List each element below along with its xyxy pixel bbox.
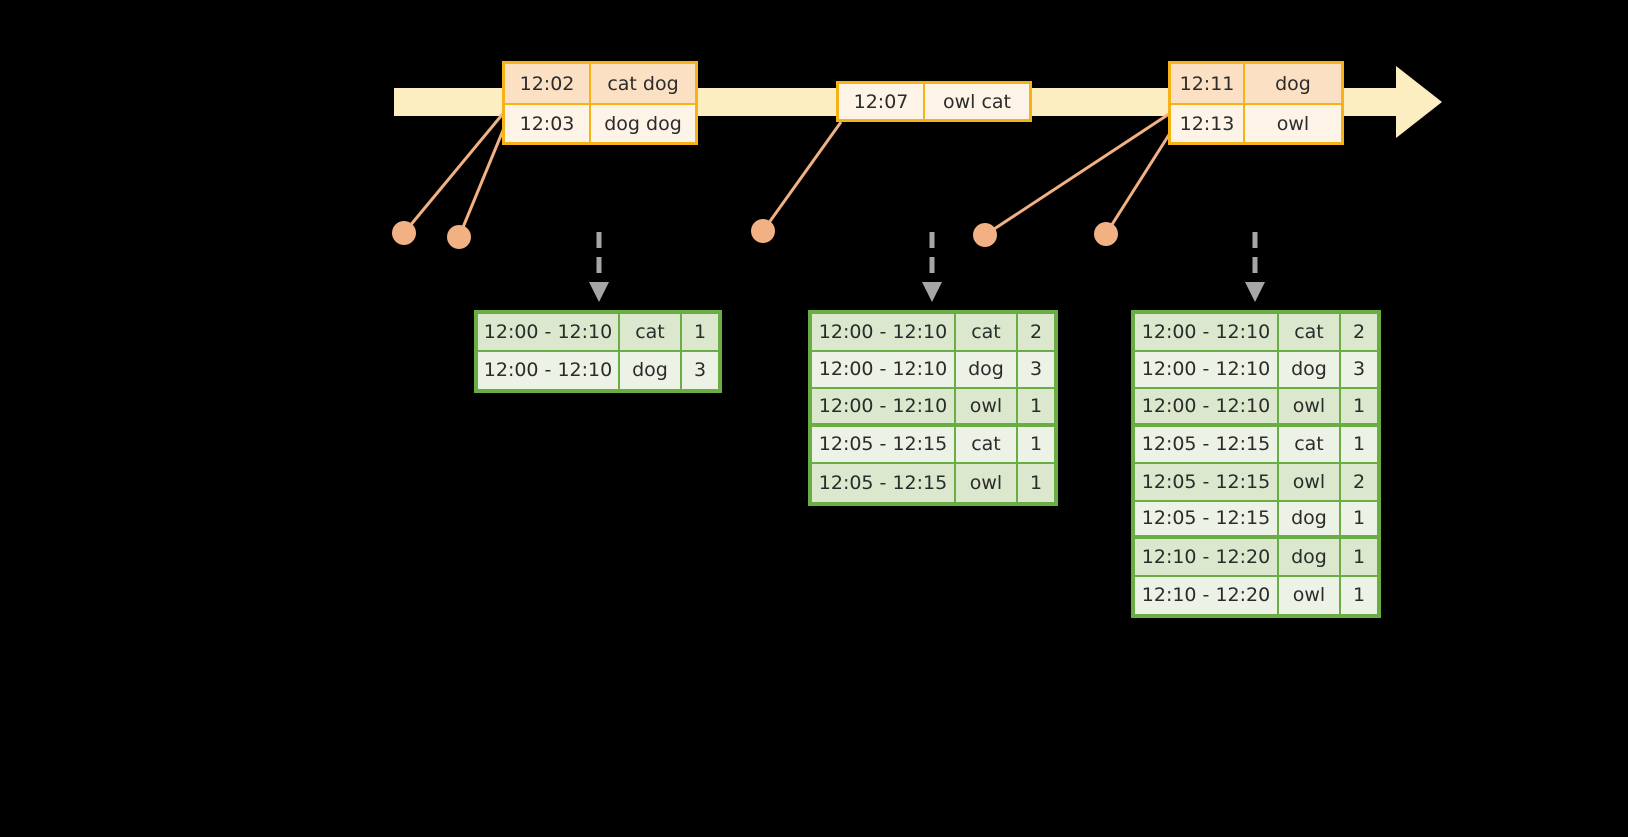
- cell-count: 1: [1352, 507, 1366, 530]
- event-time: 12:02: [505, 64, 591, 103]
- cell-word: cat: [956, 426, 1018, 462]
- cell-word: cat: [1279, 426, 1341, 462]
- event-row: 12:13 owl: [1171, 103, 1341, 142]
- cell-word: owl: [956, 464, 1018, 502]
- event-dot-1: [392, 221, 416, 245]
- event-dot-5: [1094, 222, 1118, 246]
- cell-window: 12:05 - 12:15: [1135, 501, 1279, 535]
- event-box-1: 12:02 cat dog 12:03 dog dog: [502, 61, 698, 145]
- event-box-2: 12:07 owl cat: [836, 81, 1032, 122]
- dashed-arrow-1-icon: [589, 232, 609, 302]
- cell-word: owl: [956, 389, 1018, 423]
- event-words: owl cat: [942, 90, 1012, 113]
- cell-count: 1: [1029, 433, 1043, 456]
- dashed-arrow-3-icon: [1245, 232, 1265, 302]
- event-dot-3: [751, 219, 775, 243]
- cell-window: 12:10 - 12:20: [1135, 539, 1279, 575]
- cell-window: 12:00 - 12:10: [812, 389, 956, 423]
- cell-word: owl: [1279, 389, 1341, 423]
- event-box-3: 12:11 dog 12:13 owl: [1168, 61, 1344, 145]
- cell-word: dog: [956, 351, 1018, 387]
- event-row: 12:11 dog: [1171, 64, 1341, 103]
- event-words: cat dog: [607, 72, 679, 95]
- event-time: 12:03: [505, 105, 591, 142]
- event-dot-2: [447, 225, 471, 249]
- event-time: 12:11: [1171, 64, 1245, 103]
- event-time: 12:13: [1171, 105, 1245, 142]
- event-time: 12:07: [839, 84, 925, 119]
- event-words: dog: [1275, 72, 1311, 95]
- cell-window: 12:00 - 12:10: [1135, 314, 1279, 350]
- cell-count: 1: [1029, 394, 1043, 417]
- event-dot-4: [973, 223, 997, 247]
- cell-window: 12:05 - 12:15: [1135, 464, 1279, 500]
- cell-window: 12:05 - 12:15: [1135, 426, 1279, 462]
- cell-window: 12:10 - 12:20: [1135, 576, 1279, 614]
- cell-word: owl: [1279, 464, 1341, 500]
- cell-window: 12:00 - 12:10: [1135, 389, 1279, 423]
- cell-window: 12:00 - 12:10: [478, 351, 620, 389]
- cell-window: 12:00 - 12:10: [478, 314, 620, 350]
- cell-count: 1: [1352, 394, 1366, 417]
- cell-window: 12:05 - 12:15: [812, 464, 956, 502]
- cell-count: 3: [693, 359, 707, 382]
- event-row: 12:07 owl cat: [839, 84, 1029, 119]
- timeline-arrow-head-icon: [1396, 66, 1442, 138]
- cell-count: 2: [1029, 320, 1043, 343]
- cell-word: cat: [956, 314, 1018, 350]
- cell-count: 3: [1029, 358, 1043, 381]
- cell-word: dog: [1279, 351, 1341, 387]
- dashed-arrow-2-icon: [922, 232, 942, 302]
- cell-count: 1: [1029, 471, 1043, 494]
- cell-word: dog: [1279, 501, 1341, 535]
- cell-count: 3: [1352, 358, 1366, 381]
- cell-word: dog: [620, 351, 682, 389]
- cell-word: cat: [620, 314, 682, 350]
- cell-word: dog: [1279, 539, 1341, 575]
- cell-window: 12:00 - 12:10: [812, 314, 956, 350]
- event-row: 12:03 dog dog: [505, 103, 695, 142]
- cell-count: 1: [1352, 433, 1366, 456]
- event-row: 12:02 cat dog: [505, 64, 695, 103]
- cell-window: 12:00 - 12:10: [1135, 351, 1279, 387]
- event-words: dog dog: [604, 112, 682, 135]
- cell-window: 12:05 - 12:15: [812, 426, 956, 462]
- cell-count: 2: [1352, 320, 1366, 343]
- event-words: owl: [1276, 112, 1310, 135]
- cell-word: cat: [1279, 314, 1341, 350]
- cell-count: 1: [1352, 584, 1366, 607]
- cell-word: owl: [1279, 576, 1341, 614]
- cell-count: 2: [1352, 470, 1366, 493]
- cell-count: 1: [1352, 545, 1366, 568]
- cell-count: 1: [693, 320, 707, 343]
- cell-window: 12:00 - 12:10: [812, 351, 956, 387]
